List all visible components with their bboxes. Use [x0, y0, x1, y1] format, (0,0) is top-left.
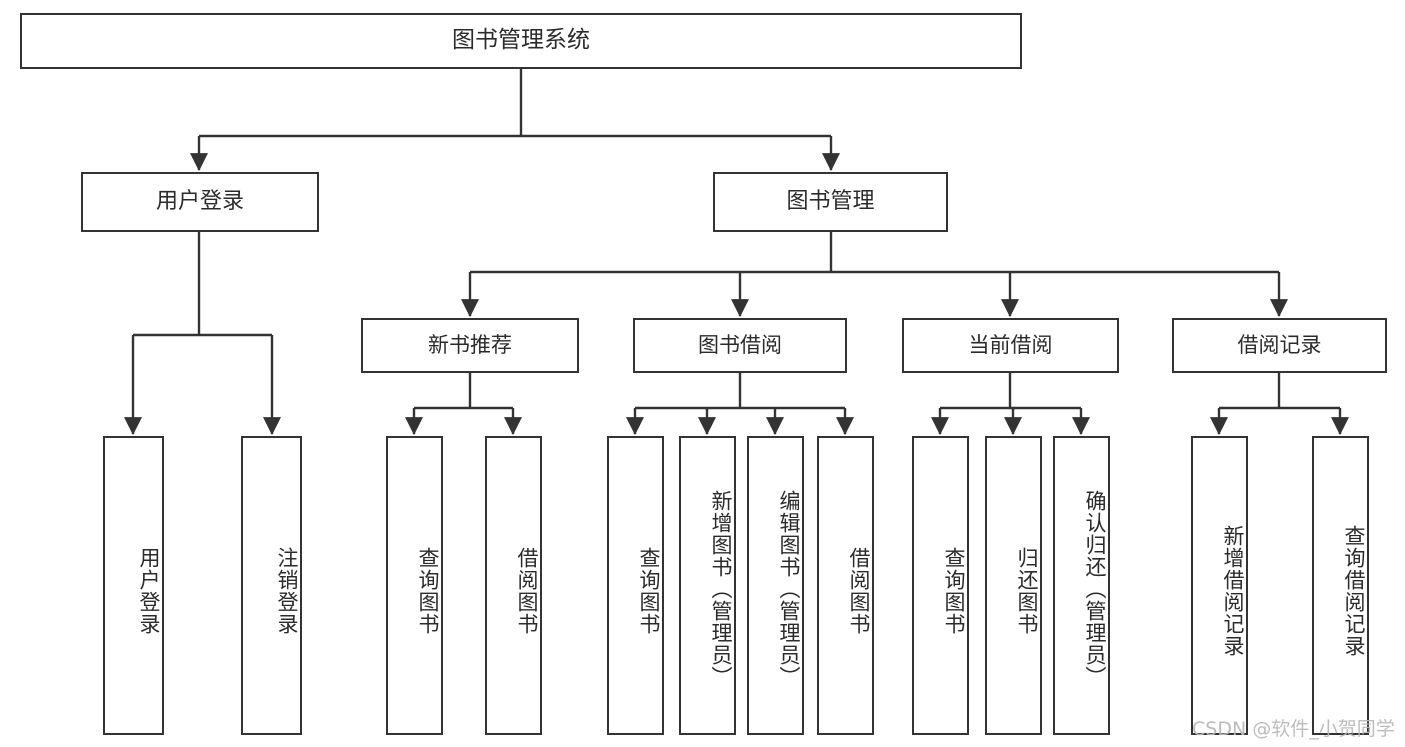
- node-leaf-add-book[interactable]: 新增图书（管理员）: [679, 436, 736, 735]
- node-new-book-recommend[interactable]: 新书推荐: [361, 318, 579, 373]
- node-book-borrow[interactable]: 图书借阅: [633, 318, 847, 373]
- node-user-login[interactable]: 用户登录: [81, 172, 319, 232]
- node-leaf-confirm-return[interactable]: 确认归还（管理员）: [1053, 436, 1110, 735]
- node-leaf-borrow-book[interactable]: 借阅图书: [817, 436, 874, 735]
- node-leaf-user-logout[interactable]: 注销登录: [241, 436, 302, 735]
- node-book-manage[interactable]: 图书管理: [713, 172, 948, 232]
- node-leaf-query-book-current[interactable]: 查询图书: [912, 436, 969, 735]
- csdn-watermark: CSDN @软件_小贺同学: [1192, 718, 1395, 740]
- node-current-borrow[interactable]: 当前借阅: [902, 318, 1119, 373]
- node-leaf-borrow-book-recommend[interactable]: 借阅图书: [485, 436, 542, 735]
- node-leaf-query-book-recommend[interactable]: 查询图书: [386, 436, 443, 735]
- node-leaf-add-borrow-record[interactable]: 新增借阅记录: [1191, 436, 1248, 735]
- node-leaf-return-book[interactable]: 归还图书: [985, 436, 1042, 735]
- node-leaf-user-login[interactable]: 用户登录: [103, 436, 164, 735]
- node-leaf-query-book-borrow[interactable]: 查询图书: [607, 436, 664, 735]
- node-leaf-edit-book[interactable]: 编辑图书（管理员）: [747, 436, 804, 735]
- node-borrow-record[interactable]: 借阅记录: [1172, 318, 1387, 373]
- node-leaf-query-borrow-record[interactable]: 查询借阅记录: [1312, 436, 1369, 735]
- node-root-system[interactable]: 图书管理系统: [20, 13, 1022, 69]
